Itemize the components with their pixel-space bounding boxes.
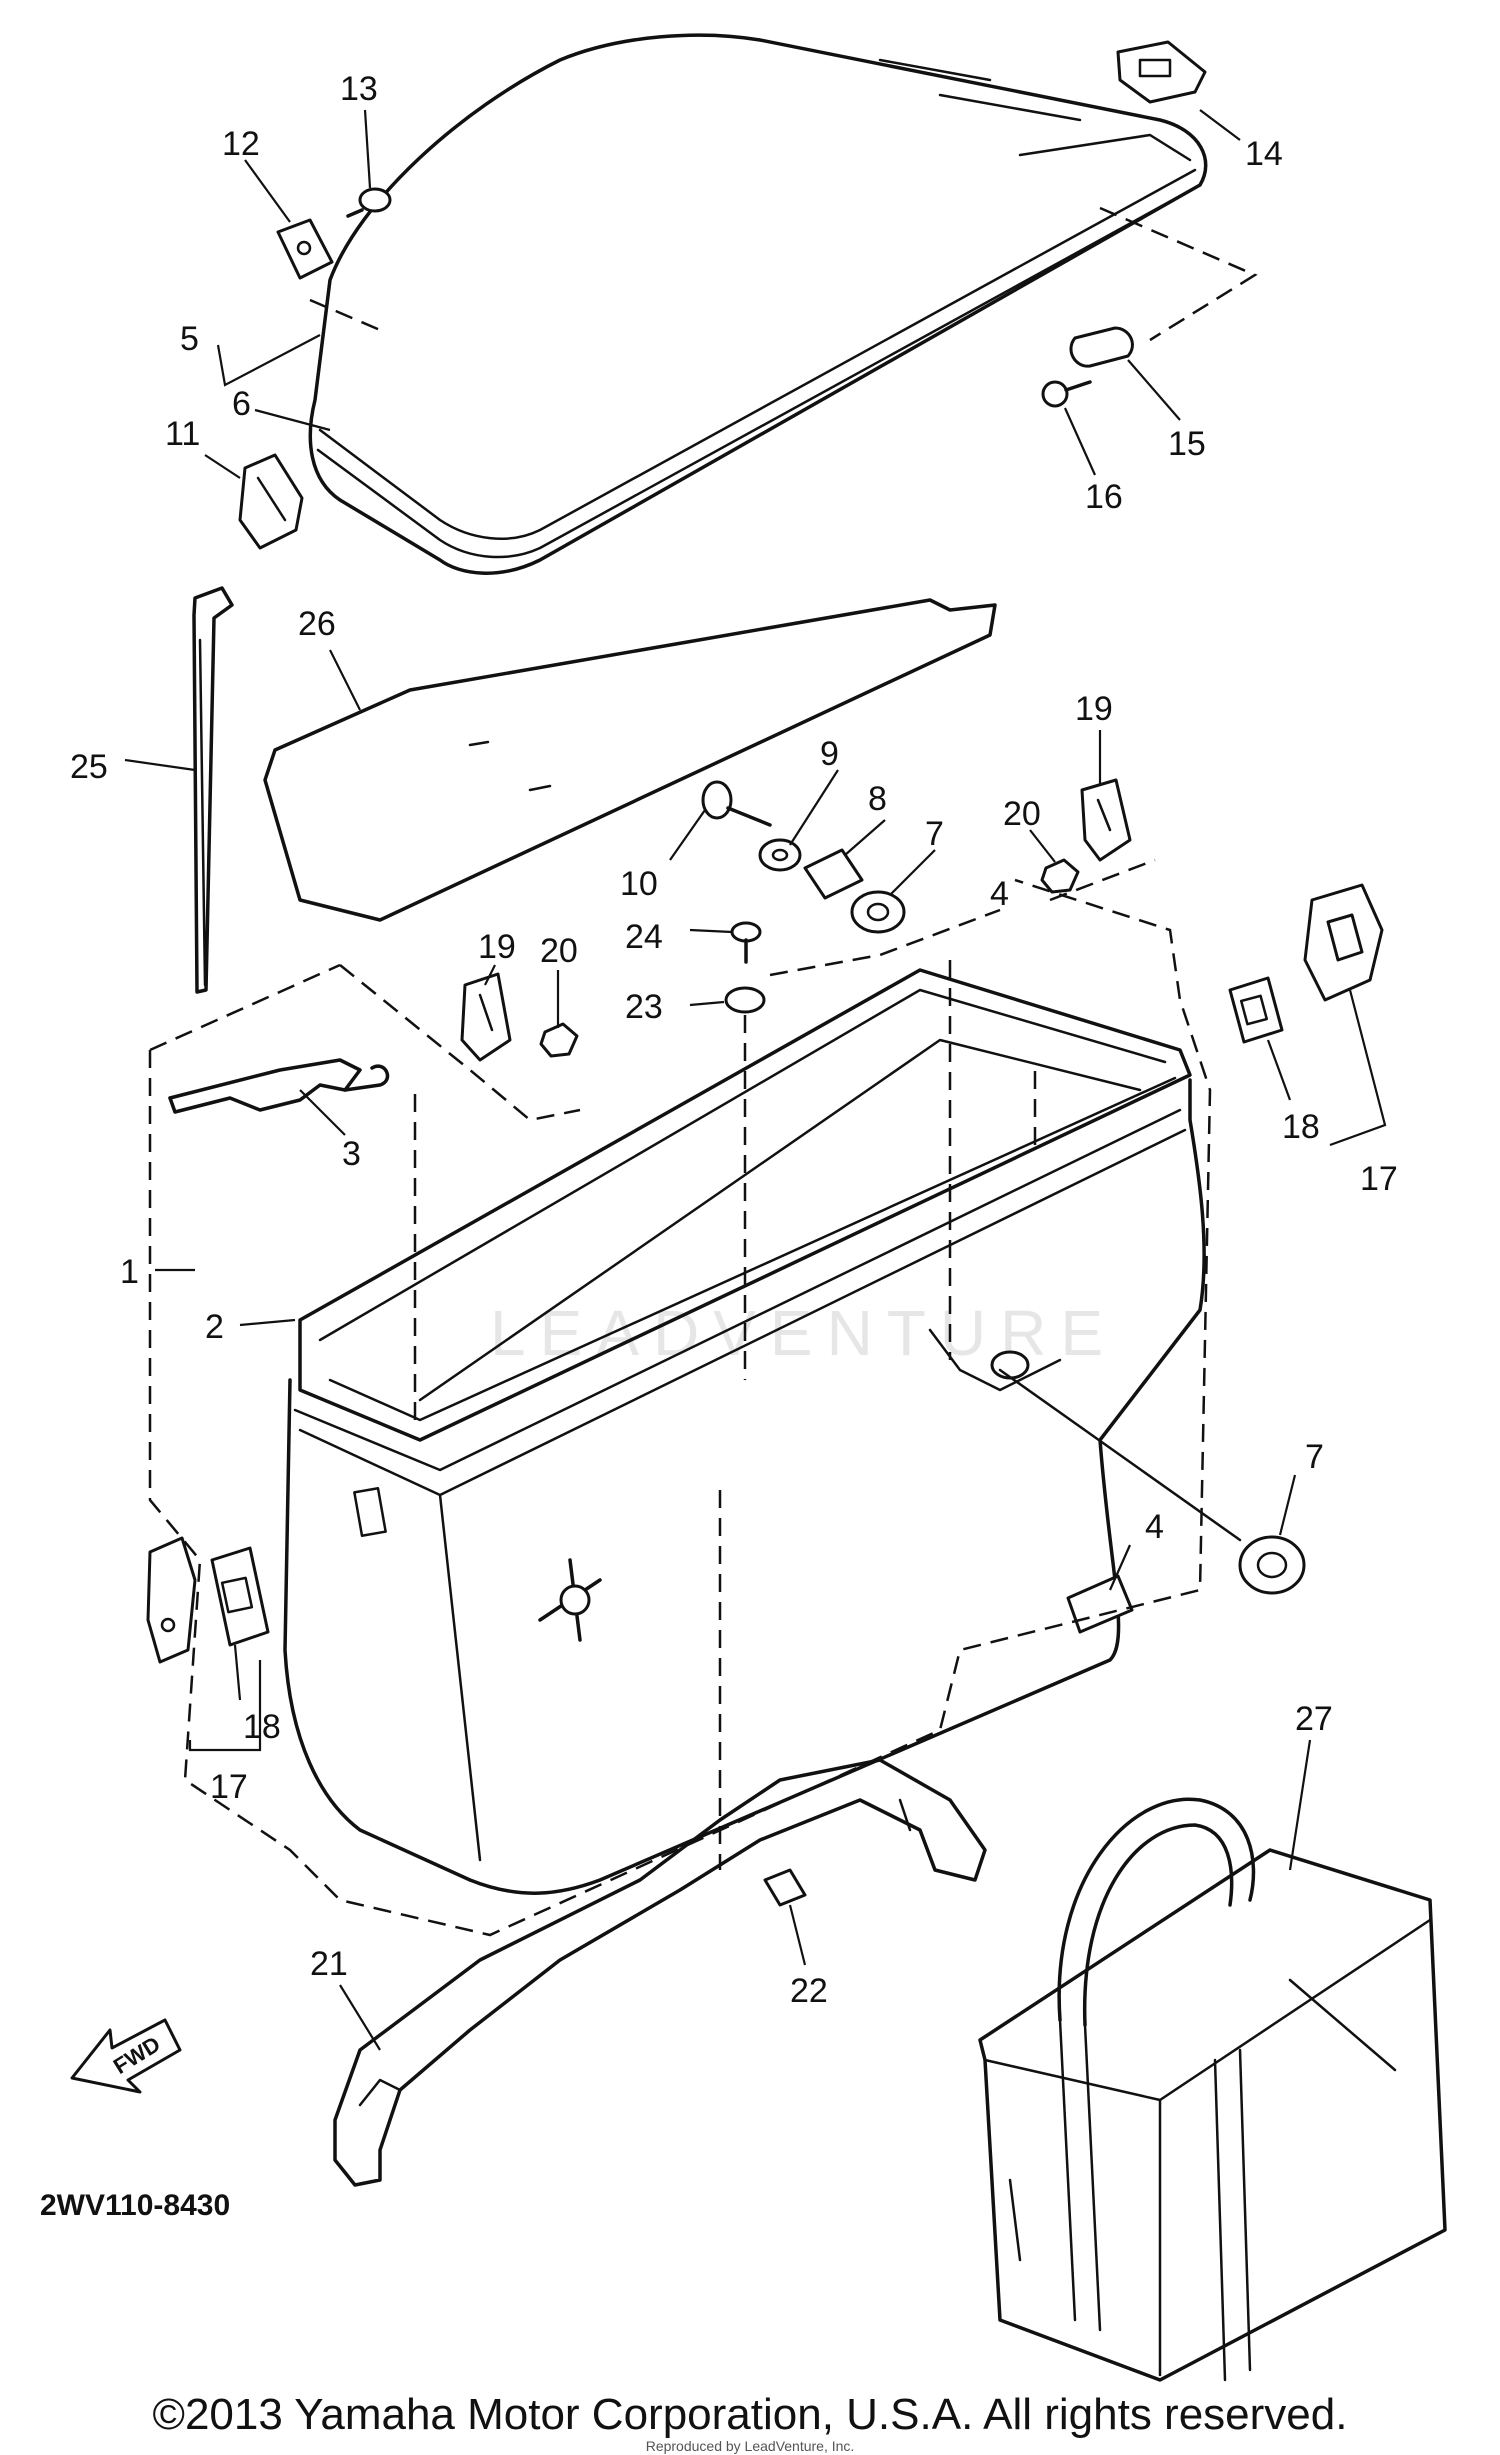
label-15: 15: [1168, 425, 1206, 463]
label-20-left: 20: [540, 932, 578, 970]
strap-25: [192, 586, 234, 994]
plate-18-right: [1228, 976, 1284, 1044]
label-3: 3: [342, 1135, 361, 1173]
clip-22: [763, 1868, 807, 1907]
screw-16: [1041, 380, 1092, 408]
copyright-notice: ©2013 Yamaha Motor Corporation, U.S.A. A…: [152, 2390, 1348, 2439]
label-21: 21: [310, 1945, 348, 1983]
part-labels: 13 12 14 5 6 11 15 16 26 25 19 9 8 7 20 …: [70, 70, 1398, 2010]
callout-leaders: [124, 109, 1387, 2051]
label-27: 27: [1295, 1700, 1333, 1738]
collar-23: [724, 986, 766, 1014]
grommet-7-upper: [850, 890, 906, 934]
label-17-right: 17: [1360, 1160, 1398, 1198]
diagram-code: 2WV110-8430: [40, 2189, 230, 2222]
plate-18-left: [210, 1546, 270, 1647]
label-19-left: 19: [478, 928, 516, 966]
label-1: 1: [120, 1253, 139, 1291]
rail-3: [168, 1058, 390, 1114]
label-24: 24: [625, 918, 663, 956]
bag-27: [978, 1797, 1447, 2382]
label-7-lower: 7: [1305, 1438, 1324, 1476]
case-body: [283, 968, 1206, 1895]
bolt-10: [701, 780, 772, 827]
label-23: 23: [625, 988, 663, 1026]
latch-17-left: [146, 1536, 197, 1664]
label-16: 16: [1085, 478, 1123, 516]
latch-11: [238, 453, 304, 550]
label-17-left: 17: [210, 1768, 248, 1806]
liner-pad-26: [263, 598, 997, 922]
label-18-right: 18: [1282, 1108, 1320, 1146]
bolt-24: [730, 921, 762, 964]
plate-12: [276, 218, 334, 280]
reproduced-notice: Reproduced by LeadVenture, Inc.: [645, 2438, 855, 2454]
assembly-outline-1: [148, 858, 1212, 1937]
leader-lines: [309, 206, 1258, 1870]
plate-15: [1069, 326, 1134, 368]
label-2: 2: [205, 1308, 224, 1346]
label-18-left: 18: [243, 1708, 281, 1746]
latch-17-right: [1303, 883, 1384, 1002]
label-4-upper: 4: [990, 875, 1009, 913]
bracket-21: [333, 1758, 987, 2187]
label-9: 9: [820, 735, 839, 773]
collar-8: [803, 848, 864, 900]
grommet-7-lower: [1238, 1535, 1306, 1595]
label-14: 14: [1245, 135, 1283, 173]
label-6: 6: [232, 385, 251, 423]
label-11: 11: [165, 415, 200, 453]
label-13: 13: [340, 70, 378, 108]
label-22: 22: [790, 1972, 828, 2010]
label-5: 5: [180, 320, 199, 358]
screw-13: [346, 187, 392, 218]
label-20-right: 20: [1003, 795, 1041, 833]
lid-cover: [308, 33, 1208, 575]
label-25: 25: [70, 748, 108, 786]
label-12: 12: [222, 125, 260, 163]
nut-20-right: [1040, 858, 1080, 894]
label-4-lower: 4: [1145, 1508, 1164, 1546]
washer-9: [758, 838, 802, 872]
hinge-14: [1116, 40, 1207, 104]
label-7-upper: 7: [925, 815, 944, 853]
label-8: 8: [868, 780, 887, 818]
bracket-19-left: [460, 972, 512, 1062]
fwd-arrow-icon: FWD: [70, 2018, 182, 2094]
bracket-19-right: [1080, 778, 1132, 862]
label-10: 10: [620, 865, 658, 903]
label-26: 26: [298, 605, 336, 643]
label-19-right: 19: [1075, 690, 1113, 728]
nut-20-left: [539, 1022, 579, 1058]
